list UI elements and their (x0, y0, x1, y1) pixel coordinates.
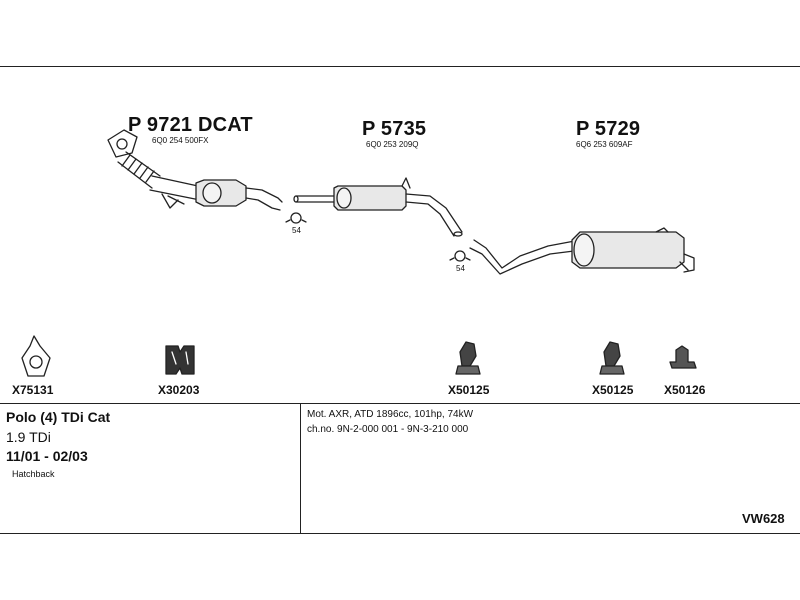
vehicle-years: 11/01 - 02/03 (6, 448, 88, 464)
rear-silencer-icon (469, 227, 695, 275)
engine-spec: Mot. AXR, ATD 1896cc, 101hp, 74kW (307, 409, 474, 420)
info-column-divider (300, 403, 301, 533)
accessory-label: X30203 (158, 383, 200, 397)
hanger-bracket-icon (599, 341, 625, 375)
oem-number-middle: 6Q0 253 209Q (366, 140, 419, 149)
catalytic-converter-icon (195, 179, 283, 211)
accessory-label: X75131 (12, 383, 54, 397)
mount-bracket-icon (669, 345, 697, 369)
info-divider (0, 403, 800, 404)
hanger-bracket-icon (455, 341, 481, 375)
clamp-number: 54 (292, 226, 301, 235)
clamp-number: 54 (456, 264, 465, 273)
accessory-label: X50126 (664, 383, 706, 397)
rubber-hanger-icon (165, 345, 195, 375)
middle-silencer-icon (293, 177, 463, 237)
vehicle-body: Hatchback (12, 469, 55, 479)
clamp-icon (449, 250, 471, 262)
part-number-middle: P 5735 (362, 118, 427, 140)
front-flange-icon (107, 129, 138, 158)
part-number-rear: P 5729 (576, 118, 641, 140)
diagram-code: VW628 (742, 511, 785, 526)
gasket-icon (21, 335, 51, 377)
chassis-range: ch.no. 9N-2-000 001 - 9N-3-210 000 (307, 424, 469, 435)
accessory-label: X50125 (592, 383, 634, 397)
oem-number-rear: 6Q6 253 609AF (576, 140, 633, 149)
flex-pipe-icon (117, 151, 201, 209)
accessory-label: X50125 (448, 383, 490, 397)
clamp-icon (285, 212, 307, 224)
part-number-catalyst: P 9721 DCAT (128, 114, 253, 136)
vehicle-engine: 1.9 TDi (6, 429, 51, 445)
vehicle-model: Polo (4) TDi Cat (6, 409, 111, 425)
oem-number-catalyst: 6Q0 254 500FX (152, 136, 209, 145)
diagram-frame (0, 66, 800, 534)
